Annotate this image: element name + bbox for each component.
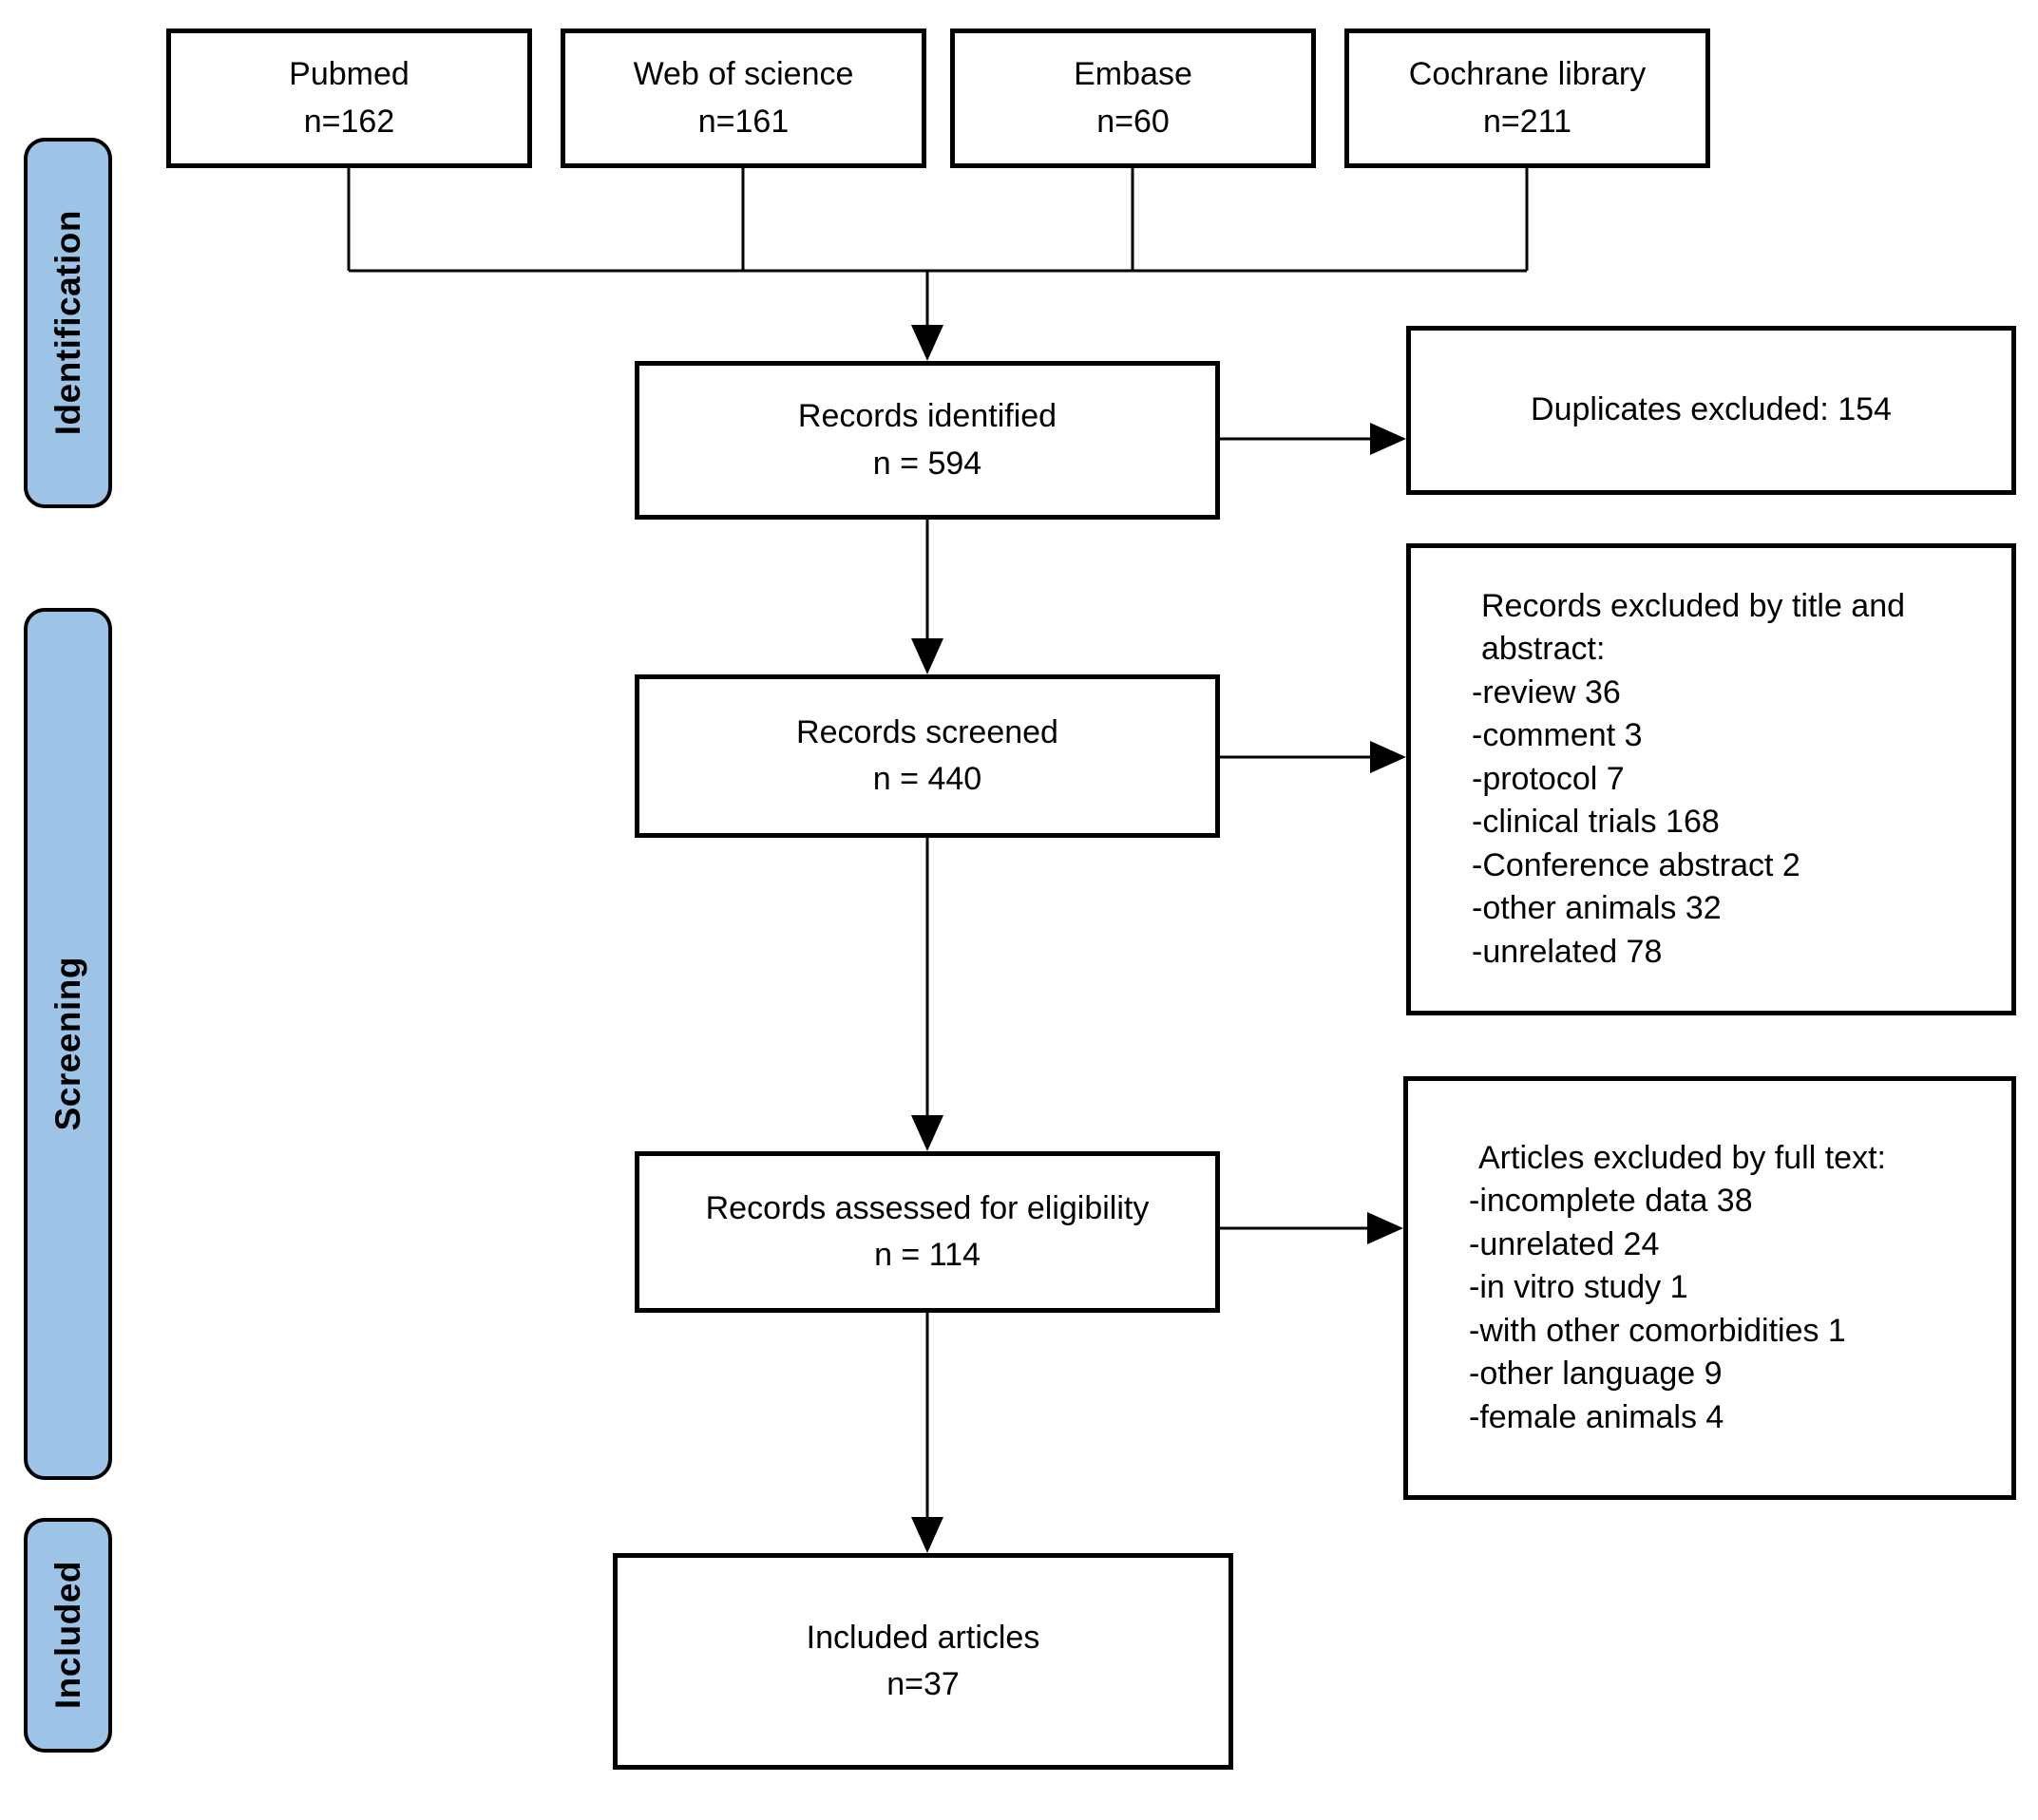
exclusion-box-full-text: Articles excluded by full text: -incompl…	[1403, 1076, 2016, 1500]
stage-bar-included: Included	[24, 1518, 112, 1753]
exclusion-item-other-language: -other language 9	[1469, 1356, 1723, 1393]
source-count-web-of-science: n=161	[697, 103, 790, 140]
exclusion-item-conference-abstract: -Conference abstract 2	[1472, 846, 1800, 883]
exclusion-item-other-comorbidities: -with other comorbidities 1	[1469, 1312, 1846, 1349]
records-identified-label: Records identified	[797, 398, 1057, 435]
exclusion-item-unrelated-full-text: -unrelated 24	[1469, 1225, 1660, 1262]
records-screened-count: n = 440	[872, 761, 982, 797]
stage-bar-identification: Identification	[24, 138, 112, 508]
arrow-identified-to-duplicates	[1220, 423, 1406, 455]
source-box-embase: Embase n=60	[950, 28, 1316, 168]
title-abstract-exclusion-heading: Records excluded by title and abstract:	[1481, 587, 1906, 668]
records-assessed-label: Records assessed for eligibility	[705, 1189, 1150, 1226]
exclusion-item-in-vitro-study: -in vitro study 1	[1469, 1269, 1688, 1306]
exclusion-item-review: -review 36	[1472, 673, 1621, 711]
source-box-cochrane-library: Cochrane library n=211	[1344, 28, 1710, 168]
stage-label-screening: Screening	[48, 957, 87, 1131]
source-name-embase: Embase	[1074, 56, 1192, 93]
flow-box-included-articles: Included articles n=37	[613, 1553, 1233, 1770]
source-name-pubmed: Pubmed	[289, 56, 410, 93]
records-identified-count: n = 594	[872, 445, 982, 482]
included-articles-label: Included articles	[806, 1619, 1040, 1656]
flow-box-records-screened: Records screened n = 440	[635, 674, 1220, 838]
source-count-embase: n=60	[1096, 103, 1170, 140]
exclusion-box-title-abstract: Records excluded by title and abstract: …	[1406, 543, 2016, 1015]
arrow-screened-to-assessed	[911, 838, 943, 1151]
full-text-exclusion-heading: Articles excluded by full text:	[1478, 1139, 1886, 1176]
exclusion-item-incomplete-data: -incomplete data 38	[1469, 1183, 1753, 1220]
arrow-assessed-to-included	[911, 1313, 943, 1553]
duplicates-excluded-text: Duplicates excluded: 154	[1531, 391, 1892, 428]
flow-box-records-identified: Records identified n = 594	[635, 361, 1220, 520]
arrow-screened-to-title-abstract-exclusions	[1220, 741, 1406, 773]
exclusion-item-clinical-trials: -clinical trials 168	[1472, 804, 1720, 841]
included-articles-count: n=37	[886, 1666, 960, 1702]
exclusion-item-unrelated: -unrelated 78	[1472, 933, 1663, 970]
stage-bar-screening: Screening	[24, 608, 112, 1480]
exclusion-item-comment: -comment 3	[1472, 717, 1643, 754]
stage-label-identification: Identification	[48, 210, 87, 436]
flow-box-records-assessed: Records assessed for eligibility n = 114	[635, 1151, 1220, 1313]
records-assessed-count: n = 114	[874, 1237, 981, 1273]
exclusion-item-protocol: -protocol 7	[1472, 760, 1625, 797]
exclusion-item-other-animals: -other animals 32	[1472, 890, 1722, 927]
source-box-web-of-science: Web of science n=161	[561, 28, 926, 168]
source-count-cochrane-library: n=211	[1483, 103, 1571, 140]
source-collector-lines	[347, 168, 1529, 273]
arrow-sources-to-identified	[911, 271, 943, 361]
source-name-web-of-science: Web of science	[633, 56, 854, 93]
arrow-assessed-to-full-text-exclusions	[1220, 1212, 1403, 1244]
source-name-cochrane-library: Cochrane library	[1408, 56, 1647, 93]
source-box-pubmed: Pubmed n=162	[166, 28, 532, 168]
exclusion-box-duplicates: Duplicates excluded: 154	[1406, 326, 2016, 495]
source-count-pubmed: n=162	[303, 103, 395, 140]
exclusion-item-female-animals: -female animals 4	[1469, 1398, 1724, 1435]
arrow-identified-to-screened	[911, 520, 943, 674]
records-screened-label: Records screened	[796, 713, 1058, 750]
stage-label-included: Included	[48, 1561, 87, 1710]
